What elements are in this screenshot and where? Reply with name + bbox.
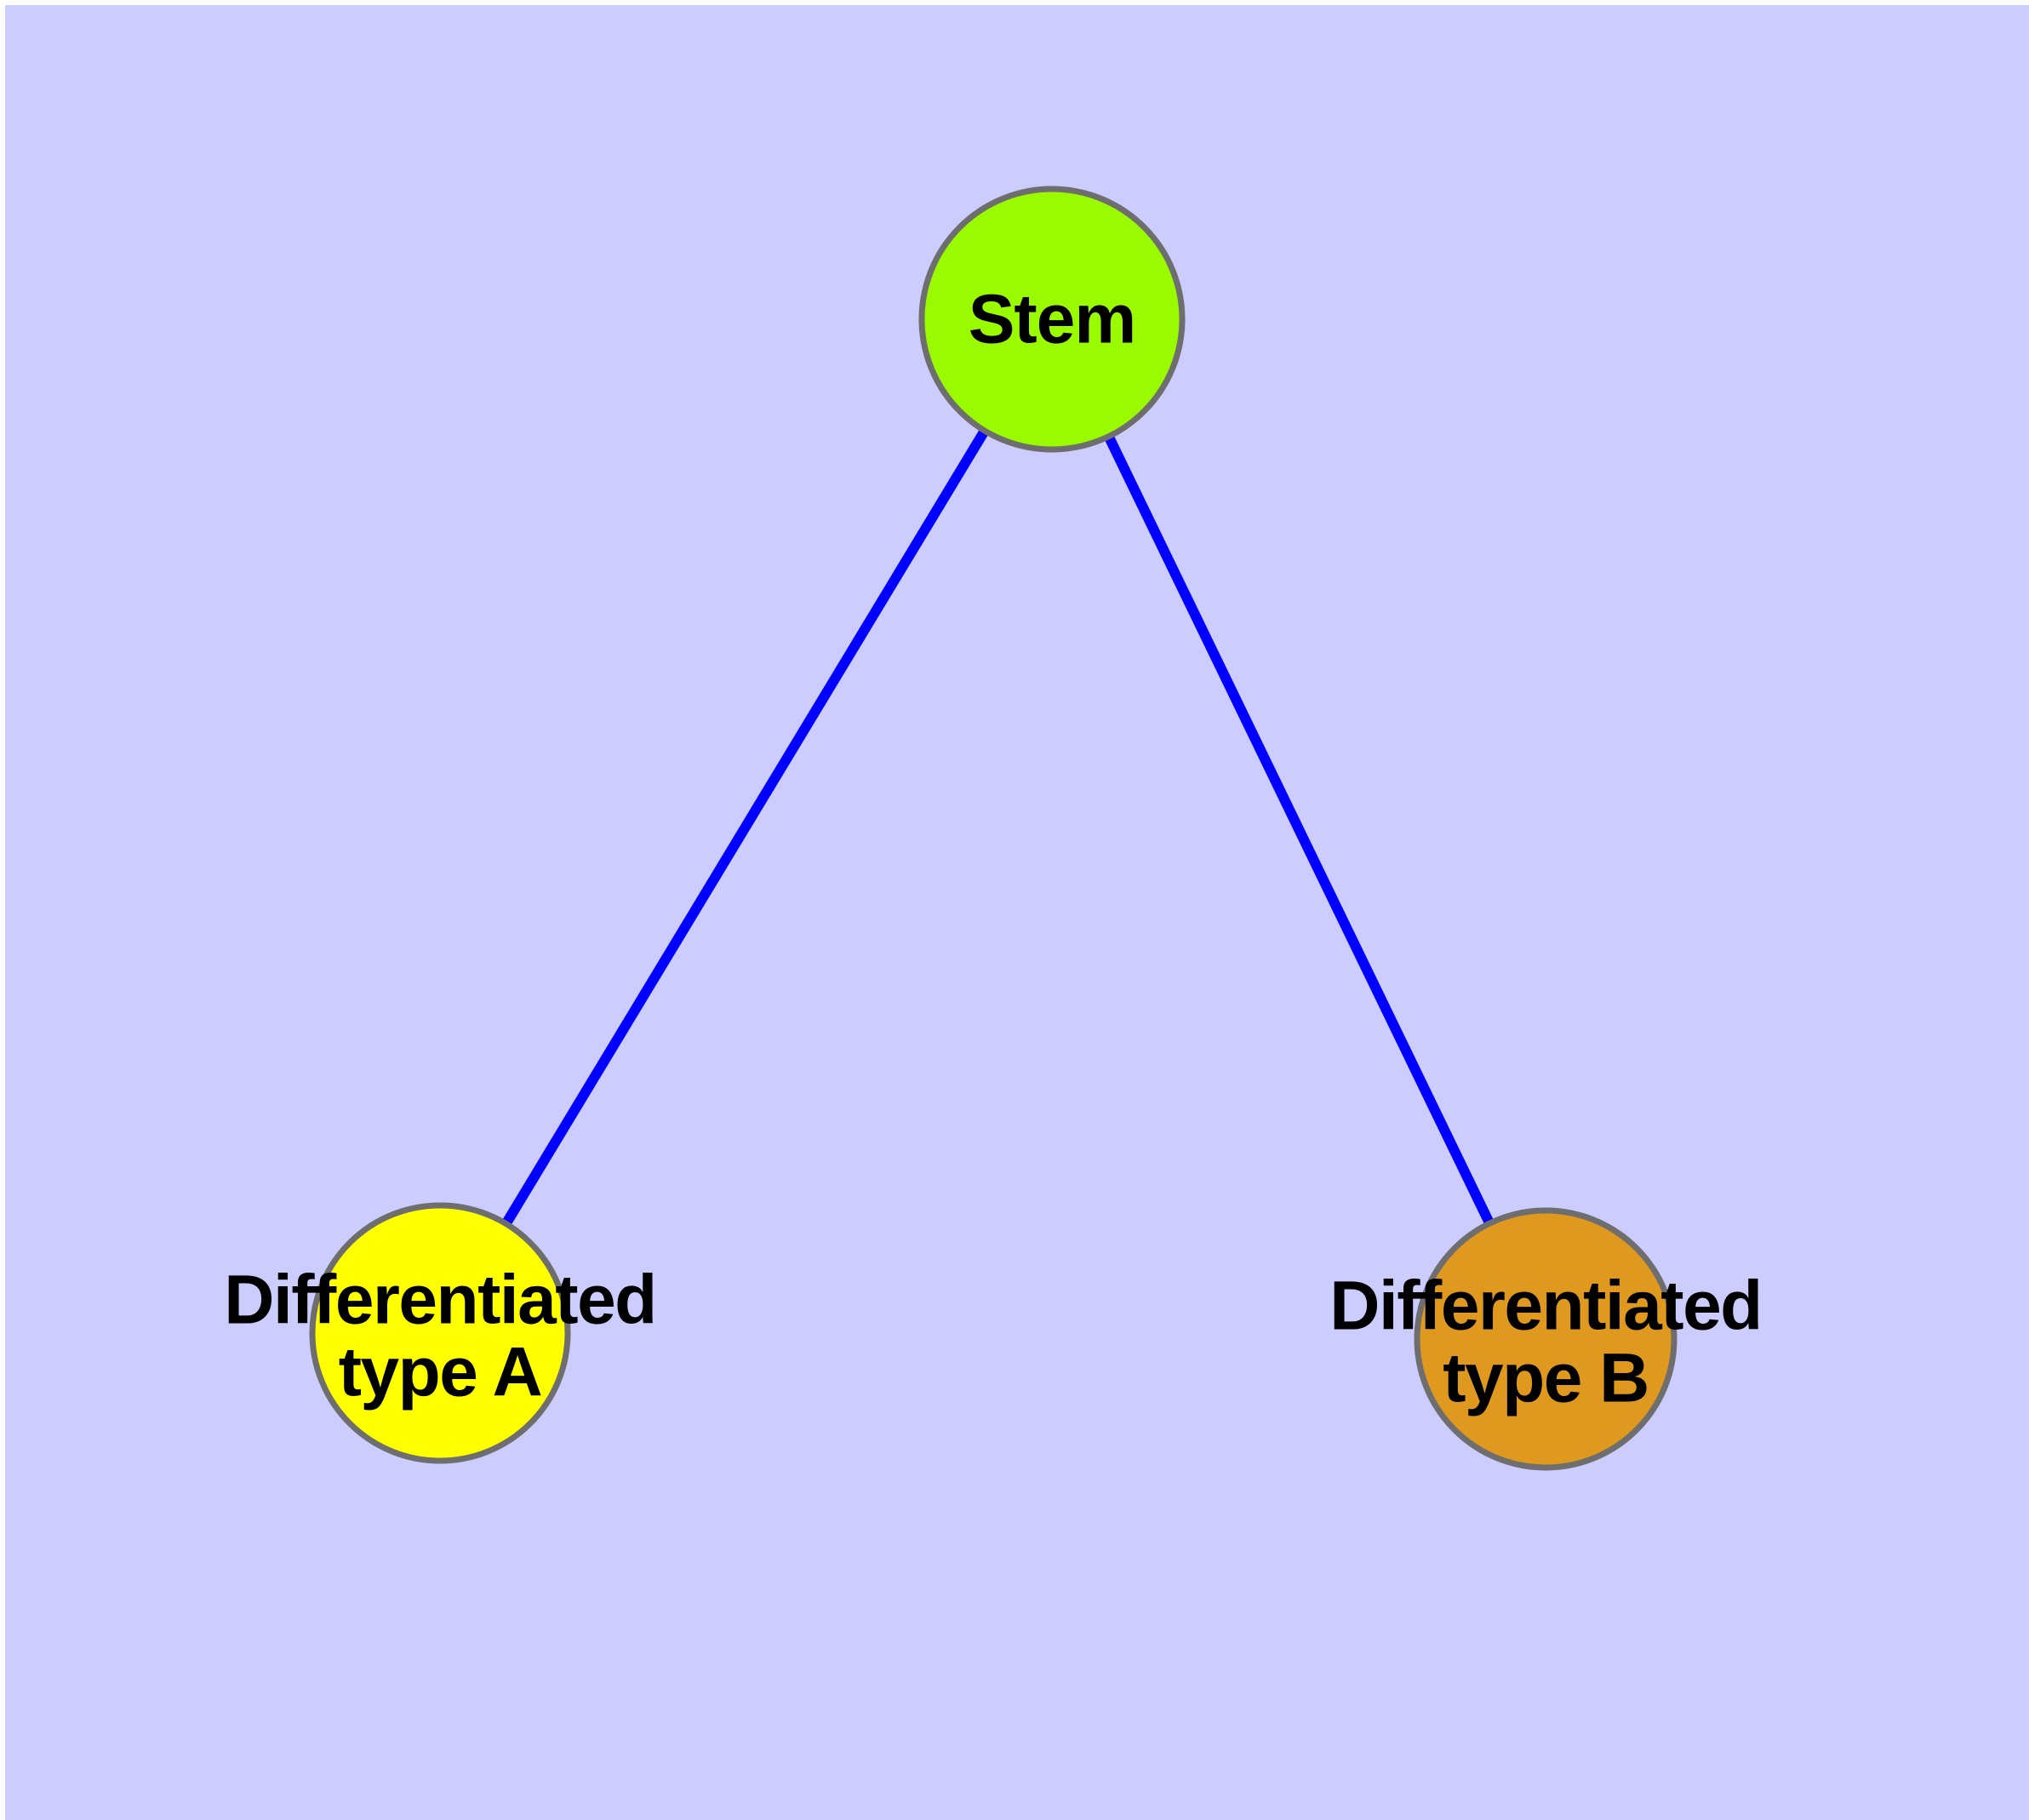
graph-node-diff_a[interactable]: [309, 1202, 571, 1464]
node-layer: [309, 186, 1677, 1471]
graph-edge[interactable]: [501, 428, 989, 1226]
graph-node-stem[interactable]: [918, 186, 1186, 453]
graph-node-diff_b[interactable]: [1414, 1207, 1677, 1471]
graph-edge[interactable]: [1104, 434, 1495, 1225]
edge-layer: [501, 428, 1495, 1226]
